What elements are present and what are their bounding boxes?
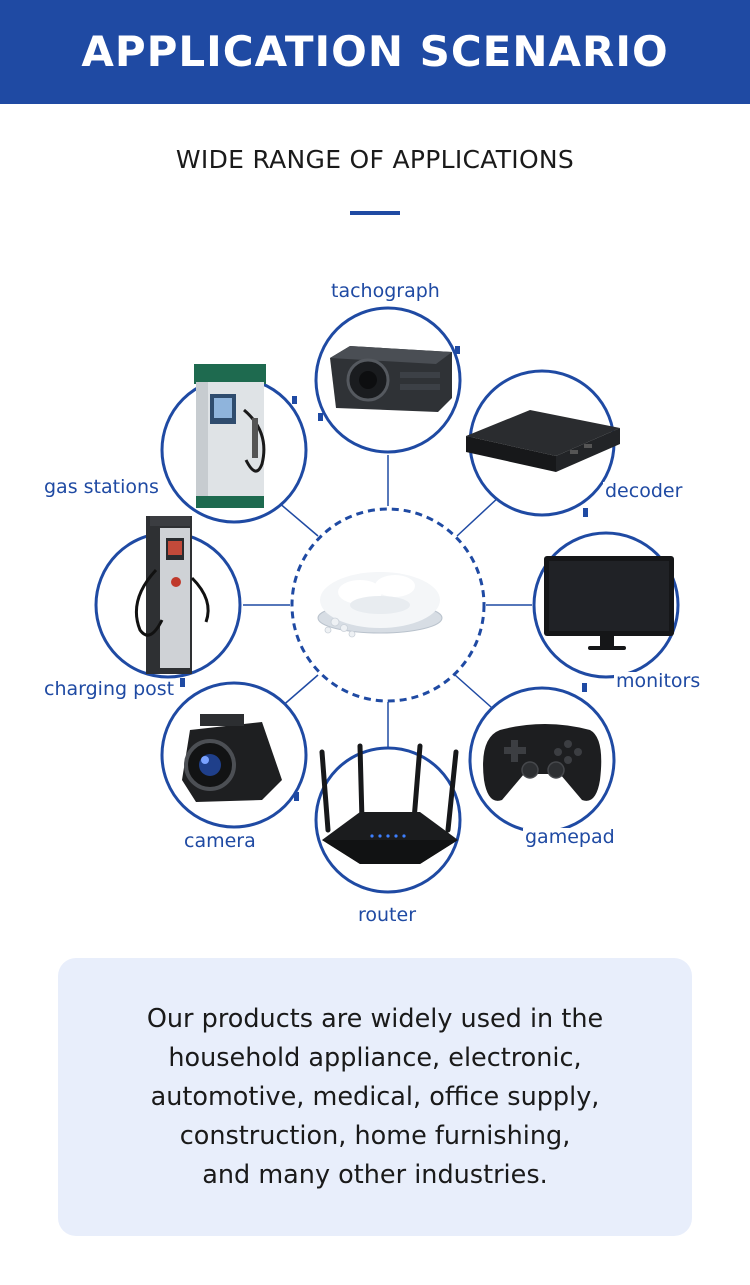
node-decoder <box>466 369 620 517</box>
center-node <box>290 507 486 703</box>
connector-decoder <box>456 495 501 537</box>
description-line: and many other industries. <box>202 1159 548 1190</box>
node-gamepad <box>468 686 616 834</box>
set-top-box-icon <box>466 410 620 472</box>
node-camera <box>160 681 308 829</box>
description-line: household appliance, electronic, <box>168 1042 582 1073</box>
node-gas-stations <box>160 364 308 524</box>
label-tachograph: tachograph <box>329 280 442 302</box>
description-line: construction, home furnishing, <box>179 1120 571 1151</box>
node-charging-post <box>94 516 242 687</box>
node-router <box>314 743 462 894</box>
description-text: Our products are widely used in the hous… <box>95 1000 655 1195</box>
header-banner: APPLICATION SCENARIO <box>0 0 750 104</box>
connector-gas-stations <box>277 501 319 537</box>
ev-charging-station-icon <box>194 364 266 508</box>
label-gamepad: gamepad <box>523 826 617 848</box>
description-panel: Our products are widely used in the hous… <box>58 958 692 1236</box>
section-subtitle: WIDE RANGE OF APPLICATIONS <box>175 145 575 174</box>
subtitle-underline <box>350 211 400 215</box>
gamepad-icon <box>483 724 602 801</box>
label-router: router <box>356 904 419 926</box>
application-diagram: tachograph decoder monitors gamepad rout… <box>0 260 750 940</box>
plastic-pellets-dish-icon <box>317 572 443 638</box>
router-icon <box>319 743 459 864</box>
node-tachograph <box>314 306 462 454</box>
description-line: Our products are widely used in the <box>146 1003 604 1034</box>
label-monitors: monitors <box>614 670 703 692</box>
monitor-icon <box>544 556 674 650</box>
diagram-svg <box>94 306 680 894</box>
page-title: APPLICATION SCENARIO <box>81 27 669 76</box>
dashcam-icon <box>182 714 282 802</box>
label-gas-stations: gas stations <box>42 476 161 498</box>
charging-post-icon <box>134 516 210 674</box>
label-charging-post: charging post <box>42 678 177 700</box>
label-decoder: decoder <box>603 480 685 502</box>
node-monitors <box>532 531 680 692</box>
connector-camera <box>279 674 319 709</box>
description-line: automotive, medical, office supply, <box>150 1081 600 1112</box>
label-camera: camera <box>182 830 258 852</box>
projector-icon <box>330 346 452 412</box>
